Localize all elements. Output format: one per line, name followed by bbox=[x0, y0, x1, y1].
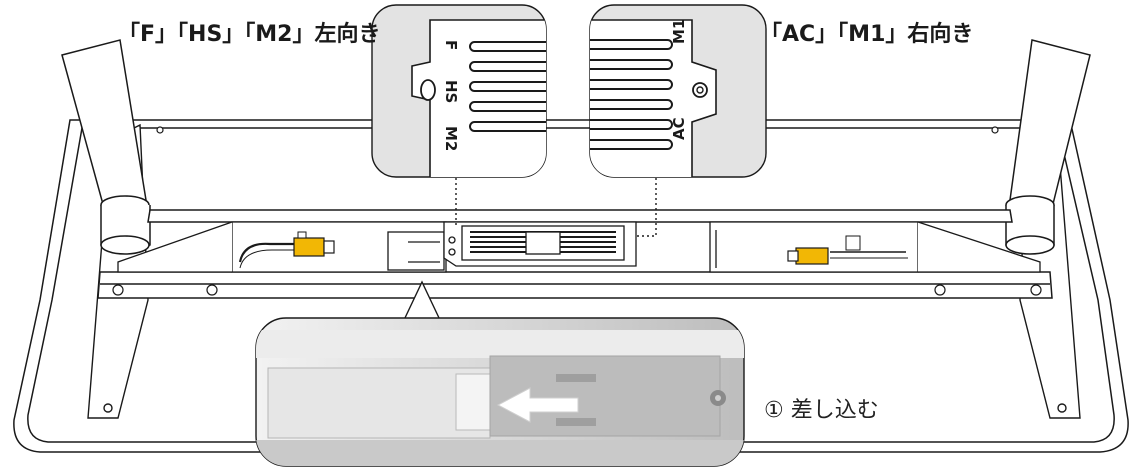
left-cable-connector bbox=[293, 231, 335, 257]
callout-left-ports bbox=[371, 4, 547, 178]
port-labels-left: F HS M2 bbox=[442, 40, 460, 151]
leader-lines bbox=[455, 178, 657, 237]
right-orientation-label: 「AC」「M1」右向き bbox=[760, 22, 974, 47]
right-cable-connector bbox=[787, 235, 861, 265]
port-label-m2: M2 bbox=[442, 126, 460, 151]
insert-arrow-icon bbox=[496, 387, 579, 423]
port-label-m1: M1 bbox=[670, 19, 688, 44]
port-label-hs: HS bbox=[442, 80, 460, 103]
step-insert-label: ① 差し込む bbox=[764, 398, 879, 423]
photo-pointer bbox=[403, 280, 441, 321]
control-box bbox=[443, 221, 637, 267]
rail-screws bbox=[112, 126, 1042, 296]
callout-right-ports bbox=[589, 4, 767, 178]
tabletop bbox=[13, 119, 1129, 453]
left-channel bbox=[117, 221, 447, 273]
left-orientation-label: 「F」「HS」「M2」左向き bbox=[118, 22, 381, 47]
leg-right bbox=[1005, 39, 1091, 255]
leg-left bbox=[61, 39, 151, 255]
photo-callout bbox=[255, 317, 745, 467]
right-channel bbox=[709, 221, 1041, 273]
port-label-f: F bbox=[442, 40, 460, 50]
port-labels-right: M1 AC bbox=[670, 19, 688, 140]
port-label-ac: AC bbox=[670, 117, 688, 140]
